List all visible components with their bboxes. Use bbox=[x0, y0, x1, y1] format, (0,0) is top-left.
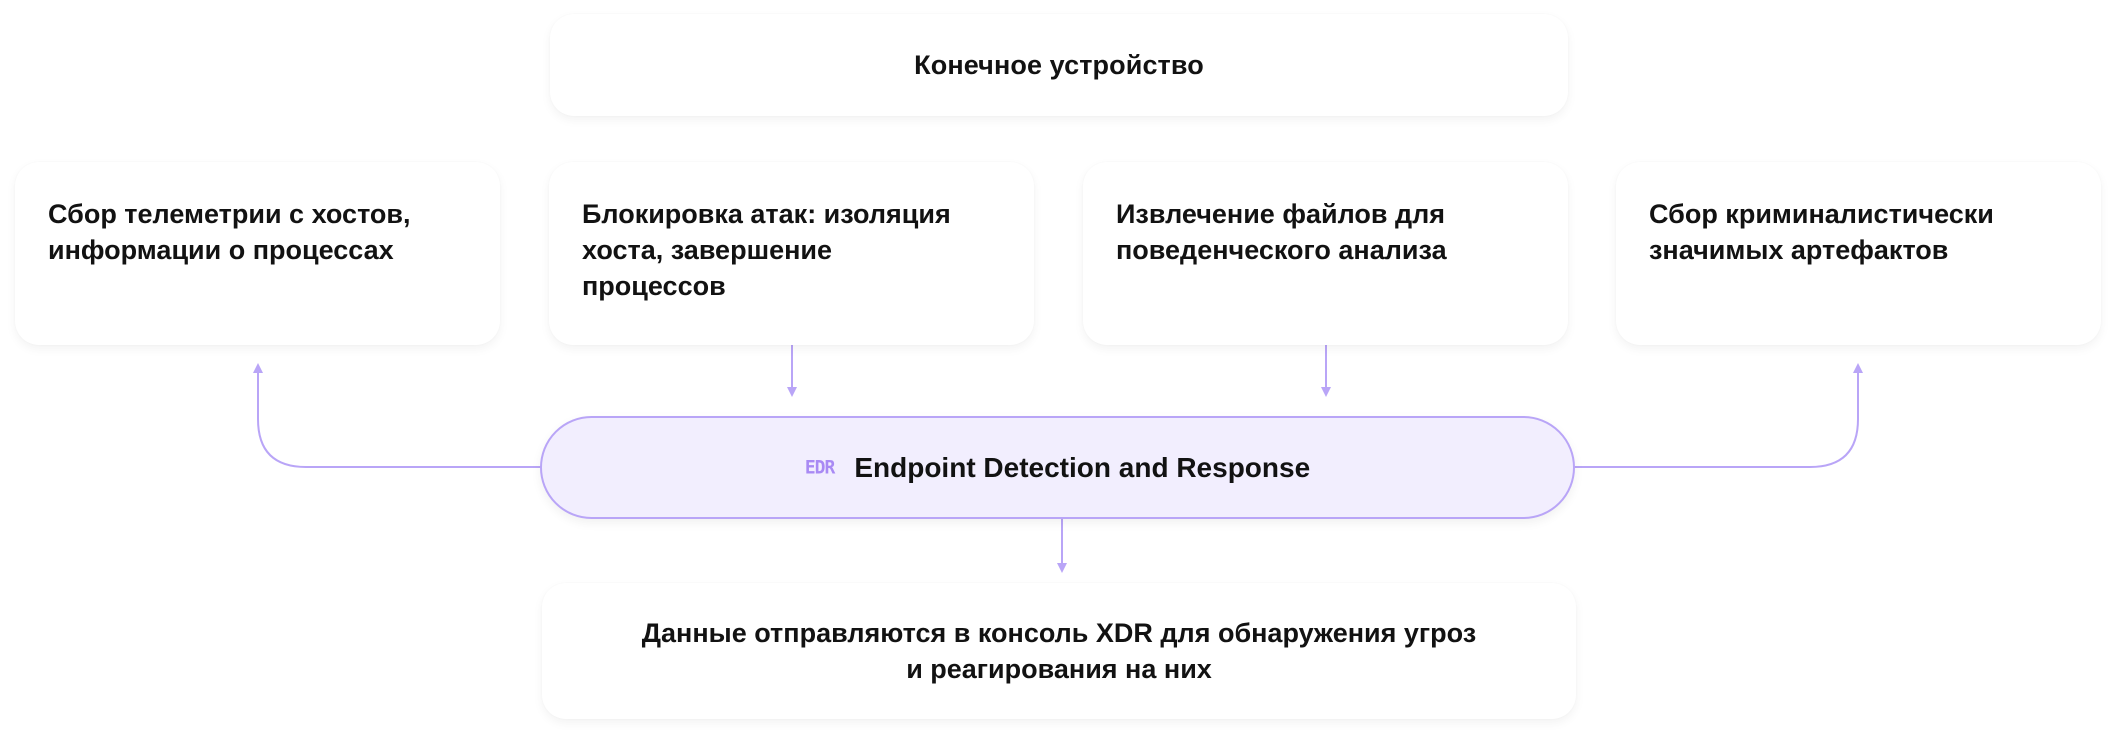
endpoint-device-label: Конечное устройство bbox=[914, 49, 1204, 80]
xdr-output-line-1: Данные отправляются в консоль XDR для об… bbox=[641, 618, 1477, 648]
connector-edr-to-forensics bbox=[1574, 363, 1863, 468]
capability-card-blocking: Блокировка атак: изоляция хоста, заверше… bbox=[549, 162, 1034, 345]
capability-card-telemetry: Сбор телеметрии с хостов, информации о п… bbox=[15, 162, 500, 345]
capability-card-label: Извлечение файлов для поведенческого ана… bbox=[1116, 199, 1447, 265]
capability-card-forensics: Сбор криминалистически значимых артефакт… bbox=[1616, 162, 2101, 345]
endpoint-device-box: Конечное устройство bbox=[550, 14, 1568, 116]
edr-node: EDR Endpoint Detection and Response bbox=[540, 416, 1575, 519]
edr-logo-icon: EDR bbox=[804, 456, 835, 479]
capability-card-label: Сбор телеметрии с хостов, информации о п… bbox=[48, 199, 411, 265]
xdr-output-label: Данные отправляются в консоль XDR для об… bbox=[642, 615, 1476, 687]
capability-card-label: Сбор криминалистически значимых артефакт… bbox=[1649, 199, 1994, 265]
xdr-output-line-2: и реагирования на них bbox=[906, 654, 1212, 684]
capability-card-label: Блокировка атак: изоляция хоста, заверше… bbox=[582, 199, 951, 301]
connector-edr-to-telemetry bbox=[253, 363, 541, 468]
xdr-output-box: Данные отправляются в консоль XDR для об… bbox=[542, 583, 1576, 719]
edr-title: Endpoint Detection and Response bbox=[854, 451, 1311, 483]
capability-card-file-extraction: Извлечение файлов для поведенческого ана… bbox=[1083, 162, 1568, 345]
